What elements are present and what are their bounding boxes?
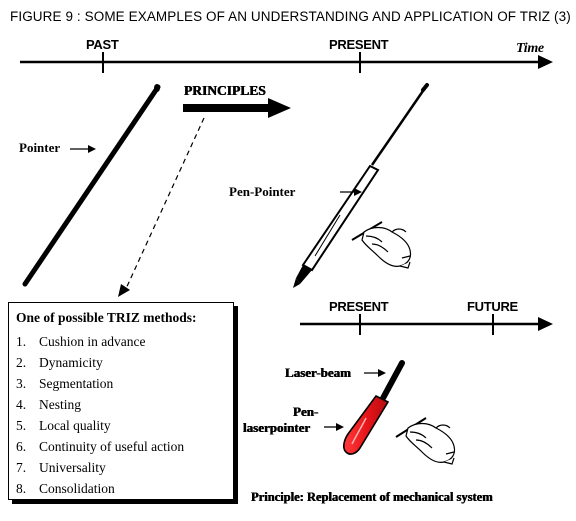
label-time: Time [516, 41, 544, 56]
label-principles: PRINCIPLES [184, 83, 266, 98]
label-pen-laserpointer-line1: Pen- [293, 404, 319, 419]
list-item: 4. Nesting [16, 394, 225, 415]
list-item-text: Nesting [39, 396, 81, 412]
principles-arrow [183, 98, 291, 118]
dashed-arrow-head [118, 284, 130, 297]
hand-icon-top [351, 221, 412, 269]
list-item-text: Cushion in advance [39, 333, 146, 349]
figure-title: FIGURE 9 : SOME EXAMPLES OF AN UNDERSTAN… [10, 9, 571, 24]
list-item-number: 4. [16, 396, 27, 412]
list-item: 3. Segmentation [16, 373, 225, 394]
list-item: 8. Consolidation [16, 478, 225, 499]
principle-caption: Principle: Replacement of mechanical sys… [251, 490, 493, 504]
list-item-text: Dynamicity [39, 354, 103, 370]
list-item-number: 7. [16, 459, 27, 475]
list-item-text: Continuity of useful action [39, 438, 185, 454]
list-item: 1. Cushion in advance [16, 331, 225, 352]
label-future: FUTURE [467, 299, 518, 314]
hand-icon-bottom [395, 417, 456, 465]
list-item: 2. Dynamicity [16, 352, 225, 373]
list-item-number: 2. [16, 354, 27, 370]
label-pen-pointer: Pen-Pointer [229, 184, 296, 199]
label-present-top: PRESENT [329, 37, 389, 52]
list-item: 7. Universality [16, 457, 225, 478]
label-laser-beam: Laser-beam [285, 365, 351, 380]
list-item-text: Segmentation [39, 375, 114, 391]
list-item-number: 5. [16, 417, 27, 433]
timeline-bottom [300, 314, 553, 335]
methods-title: One of possible TRIZ methods: [16, 310, 197, 325]
list-item: 6. Continuity of useful action [16, 436, 225, 457]
timeline-top-arrowhead [538, 55, 553, 69]
label-past: PAST [86, 37, 119, 52]
pointer-stick [22, 84, 161, 287]
list-item-number: 1. [16, 333, 27, 349]
list-item-text: Universality [39, 459, 106, 475]
label-pen-laserpointer-line2: laserpointer [243, 420, 311, 435]
timeline-top [20, 52, 553, 73]
list-item-text: Consolidation [39, 480, 115, 496]
list-item-text: Local quality [39, 417, 111, 433]
timeline-bottom-arrowhead [538, 317, 553, 331]
label-present-bottom: PRESENT [329, 299, 389, 314]
list-item-number: 8. [16, 480, 27, 496]
label-pointer: Pointer [19, 140, 61, 155]
dashed-arrow [123, 117, 205, 294]
list-item: 5. Local quality [16, 415, 225, 436]
triz-methods-box: One of possible TRIZ methods: 1. Cushion … [8, 302, 234, 500]
methods-list: 1. Cushion in advance 2. Dynamicity 3. Segm… [16, 331, 225, 499]
list-item-number: 3. [16, 375, 27, 391]
laser-pen [343, 360, 405, 455]
list-item-number: 6. [16, 438, 27, 454]
